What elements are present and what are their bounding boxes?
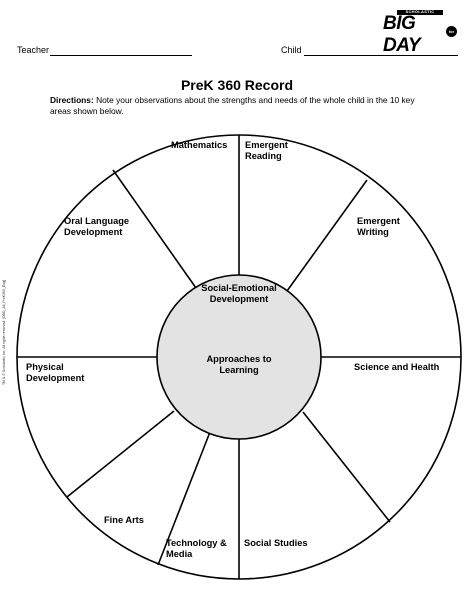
directions: Directions: Note your observations about… — [50, 95, 430, 117]
section-dividers — [17, 135, 461, 579]
page-title: PreK 360 Record — [180, 77, 294, 93]
label-social-emotional: Social-Emotional Development — [201, 283, 277, 304]
divider-upper-left — [112, 169, 197, 289]
label-emergent-reading: Emergent Reading — [245, 140, 288, 161]
child-field[interactable] — [304, 55, 458, 56]
label-physical: Physical Development — [26, 362, 85, 383]
label-technology-media: Technology & Media — [166, 538, 227, 559]
directions-text: Note your observations about the strengt… — [50, 95, 415, 116]
divider-lower-left-2 — [157, 431, 211, 566]
prek-badge: for PreK — [446, 26, 457, 45]
divider-lower-left — [66, 410, 175, 498]
scholastic-brand-bar: SCHOLASTIC — [397, 9, 443, 15]
brand-text: SCHOLASTIC — [405, 9, 435, 14]
child-label: Child — [281, 45, 302, 55]
logo-wordmark: BIG DAY — [383, 13, 421, 56]
teacher-label: Teacher — [17, 45, 50, 55]
label-social-studies: Social Studies — [244, 538, 308, 548]
label-approaches: Approaches to Learning — [206, 354, 272, 375]
label-oral-language: Oral Language Development — [64, 216, 130, 237]
label-emergent-writing: Emergent Writing — [357, 216, 400, 237]
inner-circle — [156, 274, 322, 440]
directions-label: Directions: — [50, 95, 94, 105]
label-science-health: Science and Health — [354, 362, 440, 372]
divider-lower-right — [302, 411, 391, 523]
divider-upper-right — [286, 179, 368, 292]
label-mathematics: Mathematics — [171, 140, 228, 150]
teacher-field[interactable] — [50, 55, 192, 56]
big-day-logo: SCHOLASTIC BIG DAY for PreK — [383, 9, 457, 56]
label-fine-arts: Fine Arts — [104, 515, 144, 525]
